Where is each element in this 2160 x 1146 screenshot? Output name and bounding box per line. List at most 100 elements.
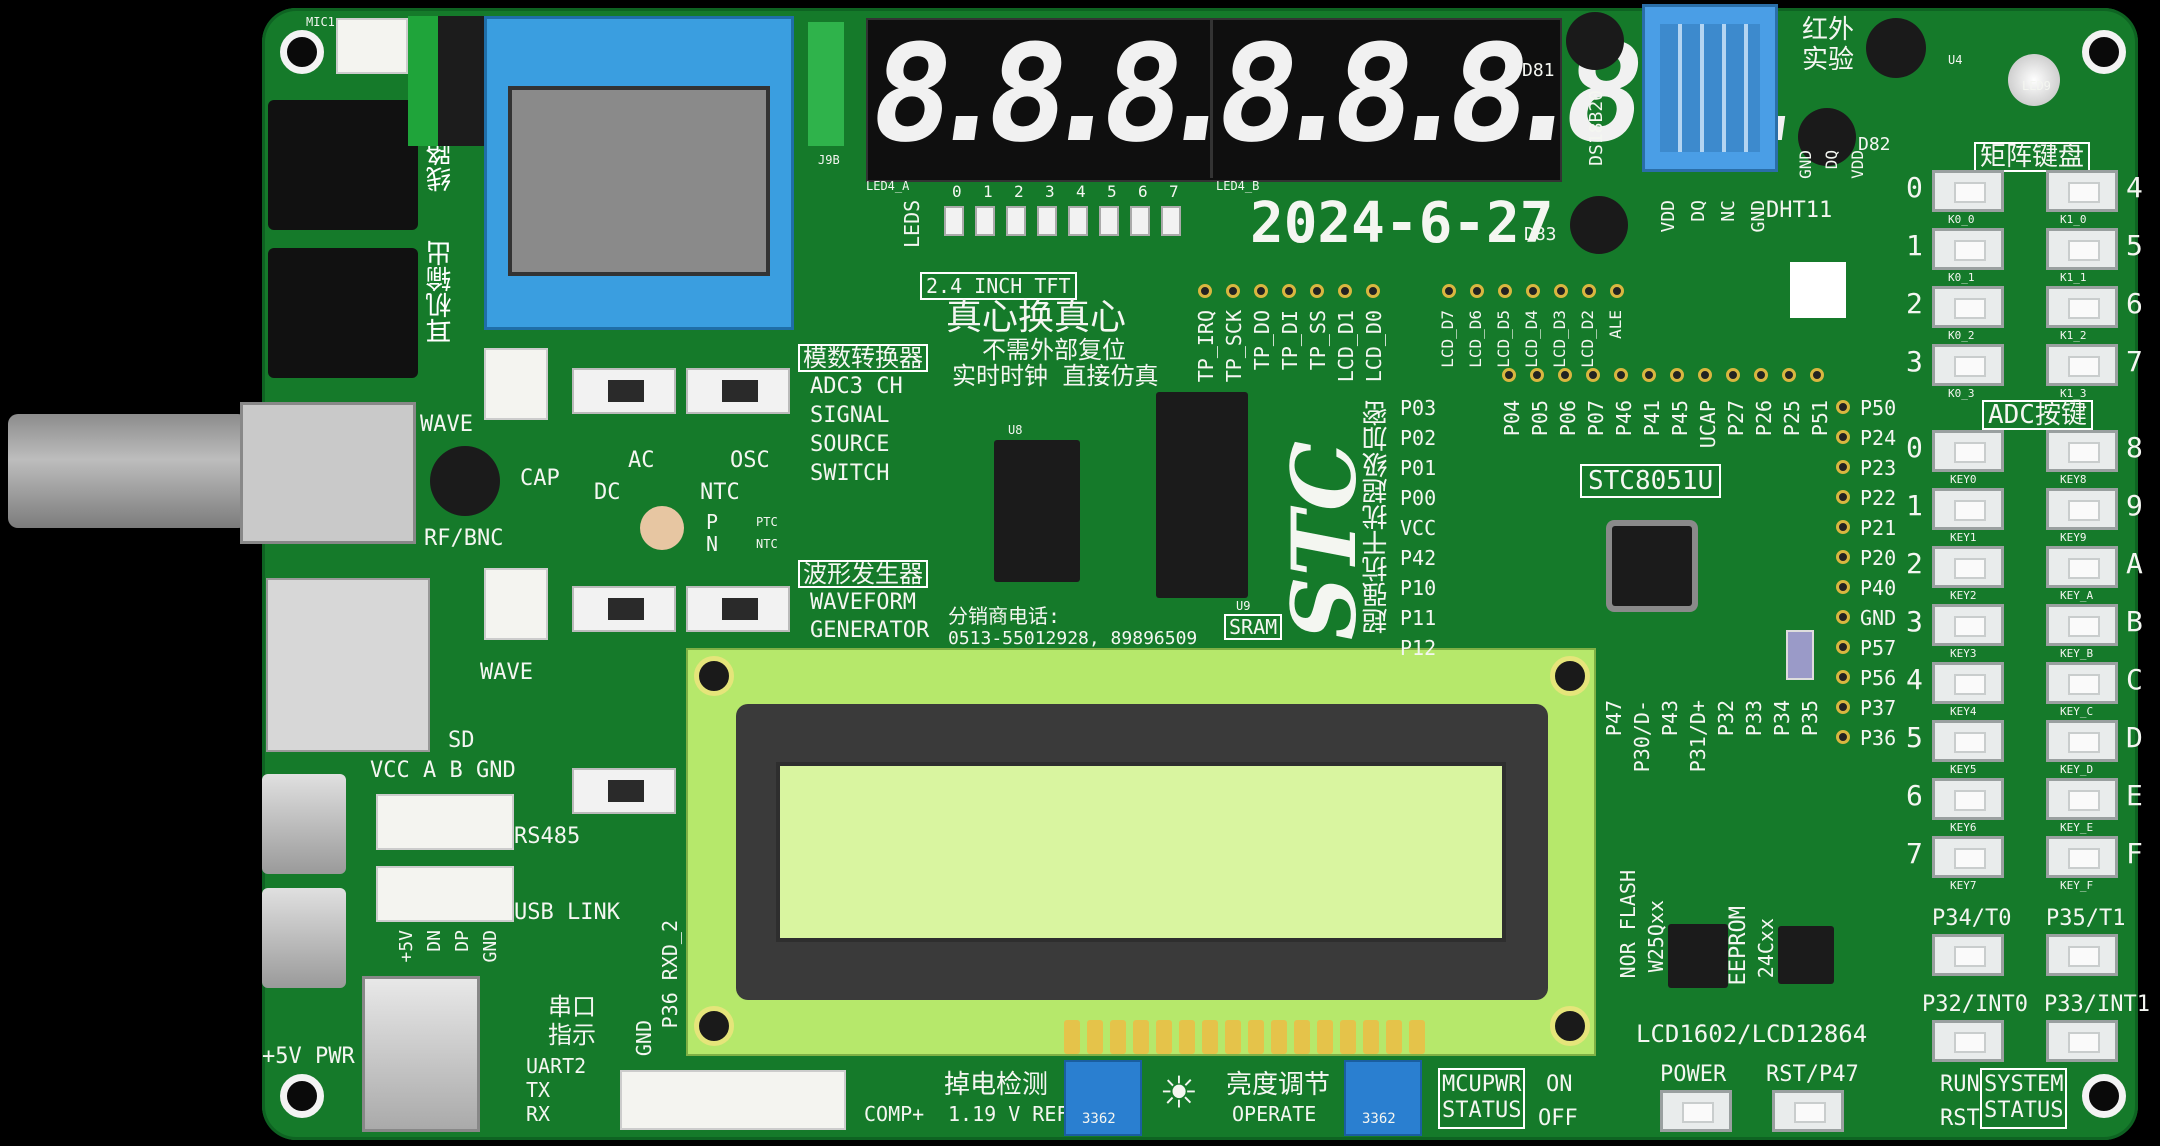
key-p33[interactable] bbox=[2046, 1020, 2118, 1062]
adc-key-KEY_A[interactable] bbox=[2046, 546, 2118, 588]
p33-label: P33/INT1 bbox=[2044, 992, 2150, 1017]
adc-key-KEY_D[interactable] bbox=[2046, 720, 2118, 762]
adc-key-KEY_F[interactable] bbox=[2046, 836, 2118, 878]
adc-row-right: B bbox=[2126, 605, 2143, 638]
seven-seg-display bbox=[866, 18, 1562, 182]
uart-label: UART2 bbox=[526, 1054, 587, 1078]
dist-label: 分销商电话: bbox=[948, 604, 1061, 628]
usb-c-port-1[interactable] bbox=[262, 774, 346, 874]
header-label: LCD_D6 bbox=[1466, 310, 1485, 368]
adc-key-KEY_E[interactable] bbox=[2046, 778, 2118, 820]
adc-key-KEY2[interactable] bbox=[1932, 546, 2004, 588]
matrix-key-K0_1[interactable] bbox=[1932, 228, 2004, 270]
header-pin bbox=[1442, 284, 1456, 298]
mcu-pin bbox=[1836, 640, 1850, 654]
pot-w2[interactable] bbox=[1344, 1060, 1422, 1136]
mcu-pin bbox=[1836, 670, 1850, 684]
lcd-pin bbox=[1248, 1020, 1264, 1054]
sd-card-slot[interactable] bbox=[266, 578, 430, 752]
adc-key-KEY7[interactable] bbox=[1932, 836, 2004, 878]
header-label: LCD_D3 bbox=[1550, 310, 1569, 368]
matrix-key-K1_0[interactable] bbox=[2046, 170, 2118, 212]
adc-key-KEY_C[interactable] bbox=[2046, 662, 2118, 704]
adc-key-KEY0[interactable] bbox=[1932, 430, 2004, 472]
u9-label: U9 bbox=[1236, 599, 1251, 613]
mcu-pin-label: P34 bbox=[1770, 700, 1794, 737]
tft-header-top bbox=[808, 22, 844, 146]
run-label: RUN bbox=[1940, 1072, 1980, 1097]
mcu-pin-label: P33 bbox=[1742, 700, 1766, 737]
pot-w1[interactable] bbox=[1064, 1060, 1142, 1136]
led-6 bbox=[1130, 206, 1150, 236]
mic-connector[interactable] bbox=[336, 18, 408, 74]
bnc-connector[interactable] bbox=[8, 414, 248, 528]
adc-key-label: KEY4 bbox=[1950, 705, 1977, 718]
adc-key-KEY4[interactable] bbox=[1932, 662, 2004, 704]
p32-label: P32/INT0 bbox=[1922, 992, 2028, 1017]
matrix-key-label: K1_1 bbox=[2060, 271, 2087, 284]
mount-hole-bl bbox=[280, 1074, 324, 1118]
adc-key-KEY6[interactable] bbox=[1932, 778, 2004, 820]
usb-link-label: USB LINK bbox=[514, 900, 620, 925]
audio-jack-1[interactable] bbox=[268, 100, 418, 230]
lcd-pin bbox=[1156, 1020, 1172, 1054]
mcu-pin bbox=[1836, 520, 1850, 534]
key-p35[interactable] bbox=[2046, 934, 2118, 976]
bottom-connector[interactable] bbox=[620, 1070, 846, 1130]
switch-s6[interactable] bbox=[572, 586, 676, 632]
adc-key-KEY9[interactable] bbox=[2046, 488, 2118, 530]
lcd-pin bbox=[1271, 1020, 1287, 1054]
key-p32[interactable] bbox=[1932, 1020, 2004, 1062]
dht-pin-label: DQ bbox=[1688, 200, 1709, 222]
switch-s4[interactable] bbox=[686, 368, 790, 414]
wave-connector-2[interactable] bbox=[484, 568, 548, 640]
p-label: P bbox=[706, 510, 719, 534]
mcu-pin-label: P50 bbox=[1860, 396, 1897, 420]
header-pin bbox=[1470, 284, 1484, 298]
usb-a-port[interactable] bbox=[362, 976, 480, 1132]
mcu-pin-label: P24 bbox=[1860, 426, 1897, 450]
adc-line: SIGNAL bbox=[810, 403, 890, 428]
photoresistor bbox=[640, 506, 684, 550]
led-index-label: 1 bbox=[983, 182, 993, 201]
matrix-key-K0_0[interactable] bbox=[1932, 170, 2004, 212]
lcd-pin bbox=[1294, 1020, 1310, 1054]
mcu-pin bbox=[1836, 700, 1850, 714]
matrix-key-K0_3[interactable] bbox=[1932, 344, 2004, 386]
matrix-key-K1_2[interactable] bbox=[2046, 286, 2118, 328]
adc-key-KEY_B[interactable] bbox=[2046, 604, 2118, 646]
wave-connector-1[interactable] bbox=[484, 348, 548, 420]
mcu-pin-label: P31/D+ bbox=[1686, 700, 1710, 773]
ds18b20-label: DS18B20 bbox=[1586, 90, 1607, 166]
header-label: LCD_D4 bbox=[1522, 310, 1541, 368]
matrix-key-K1_1[interactable] bbox=[2046, 228, 2118, 270]
vcc-ab-label: VCC A B GND bbox=[370, 758, 516, 783]
gnd-label: GND bbox=[632, 1020, 656, 1057]
adc-key-KEY1[interactable] bbox=[1932, 488, 2004, 530]
audio-jack-2[interactable] bbox=[268, 248, 418, 378]
system-label: SYSTEM STATUS bbox=[1980, 1068, 2068, 1129]
switch-s3[interactable] bbox=[572, 368, 676, 414]
key-p34[interactable] bbox=[1932, 934, 2004, 976]
usb-link-connector[interactable] bbox=[376, 866, 514, 922]
rs485-connector[interactable] bbox=[376, 794, 514, 850]
switch-s5[interactable] bbox=[686, 586, 790, 632]
adc-key-label: KEY5 bbox=[1950, 763, 1977, 776]
ir-label: 红外 实验 bbox=[1802, 15, 1855, 75]
adc-key-KEY5[interactable] bbox=[1932, 720, 2004, 762]
line-label: 线路 bbox=[426, 140, 456, 192]
dht11-grid bbox=[1660, 24, 1760, 152]
mcu-pin-label: P25 bbox=[1780, 400, 1804, 437]
mcu-pin bbox=[1698, 368, 1712, 382]
adc-key-KEY8[interactable] bbox=[2046, 430, 2118, 472]
subtitle-cn-2: 实时时钟 直接仿真 bbox=[952, 362, 1159, 390]
adc-key-KEY3[interactable] bbox=[1932, 604, 2004, 646]
mcu-pin bbox=[1670, 368, 1684, 382]
usb-c-port-2[interactable] bbox=[262, 888, 346, 988]
dc-label: DC bbox=[594, 480, 621, 505]
switch-s7[interactable] bbox=[572, 768, 676, 814]
matrix-key-K0_2[interactable] bbox=[1932, 286, 2004, 328]
matrix-key-K1_3[interactable] bbox=[2046, 344, 2118, 386]
power-button[interactable] bbox=[1660, 1090, 1732, 1132]
reset-button[interactable] bbox=[1772, 1090, 1844, 1132]
